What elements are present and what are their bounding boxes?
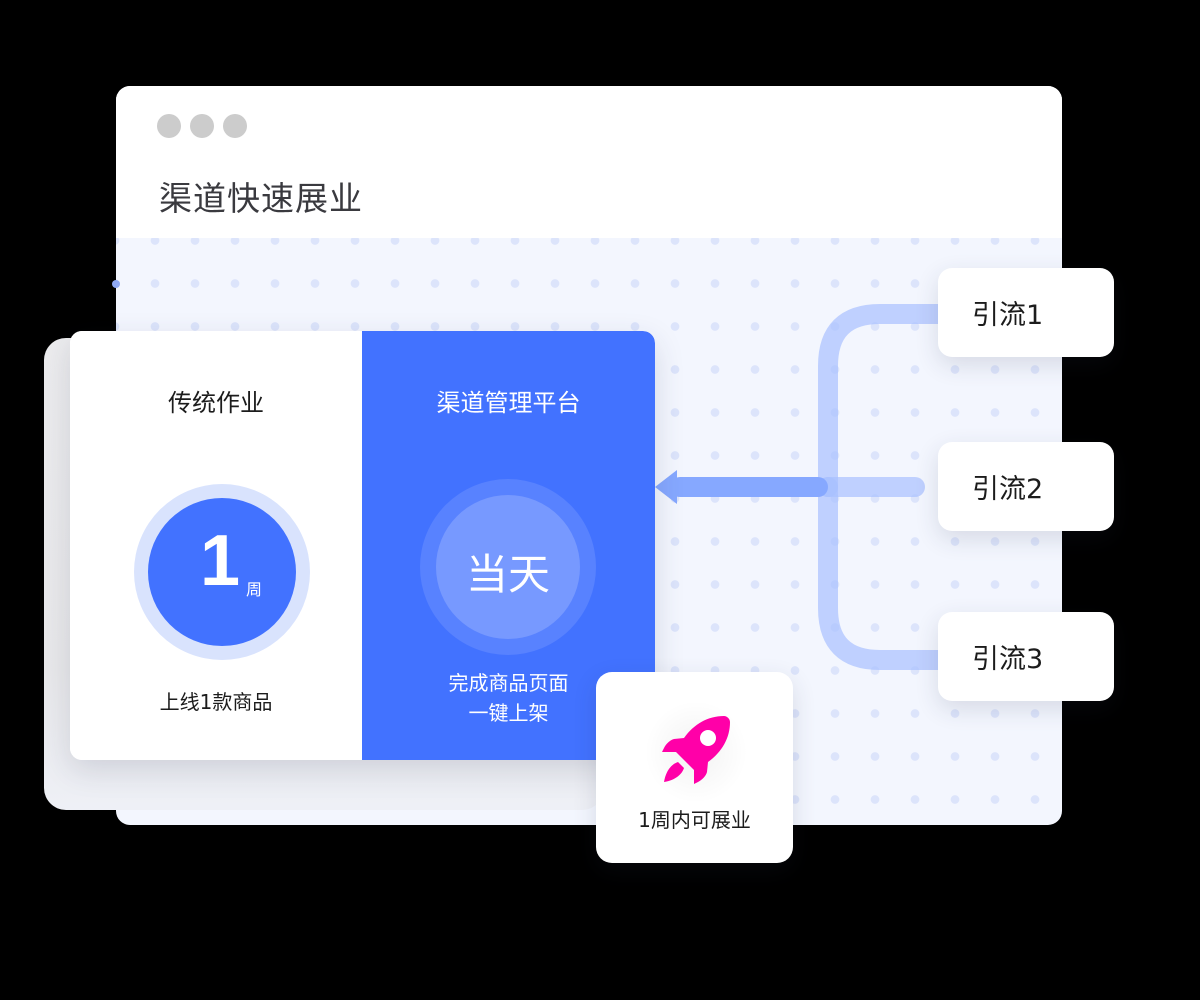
traditional-duration-value: 1 <box>200 521 241 601</box>
platform-duration-circle: 当天 <box>436 495 580 639</box>
traditional-duration-circle: 1 周 <box>148 498 296 646</box>
rocket-icon <box>662 716 730 784</box>
window-dot-icon <box>223 114 247 138</box>
launch-badge-label: 1周内可展业 <box>638 808 751 832</box>
source-pill-2: 引流2 <box>938 442 1114 531</box>
platform-caption: 完成商品页面 一键上架 <box>362 668 655 728</box>
platform-caption-line-2: 一键上架 <box>468 701 549 725</box>
edge-dot <box>112 280 120 288</box>
window-header: 渠道快速展业 <box>116 86 1062 238</box>
window-dot-icon <box>157 114 181 138</box>
source-label: 引流1 <box>972 300 1044 331</box>
traditional-caption: 上线1款商品 <box>159 690 273 714</box>
comparison-card: 传统作业 1 周 上线1款商品 渠道管理平台 当天 完成商品页面 一键上架 <box>70 331 655 760</box>
source-pill-1: 引流1 <box>938 268 1114 357</box>
traditional-title: 传统作业 <box>168 389 264 417</box>
traditional-column: 传统作业 1 周 上线1款商品 <box>70 331 362 760</box>
platform-title: 渠道管理平台 <box>436 389 581 417</box>
platform-duration-value: 当天 <box>465 550 550 599</box>
window-title: 渠道快速展业 <box>159 179 363 218</box>
traditional-duration-unit: 周 <box>246 580 263 599</box>
source-label: 引流3 <box>972 644 1044 675</box>
source-pill-3: 引流3 <box>938 612 1114 701</box>
window-controls <box>157 114 247 138</box>
source-label: 引流2 <box>972 474 1044 505</box>
platform-caption-line-1: 完成商品页面 <box>448 671 569 695</box>
window-dot-icon <box>190 114 214 138</box>
platform-column: 渠道管理平台 当天 完成商品页面 一键上架 <box>362 331 655 760</box>
launch-badge: 1周内可展业 <box>596 672 793 863</box>
platform-duration-ring: 当天 <box>420 479 596 655</box>
traditional-duration-ring: 1 周 <box>134 484 310 660</box>
